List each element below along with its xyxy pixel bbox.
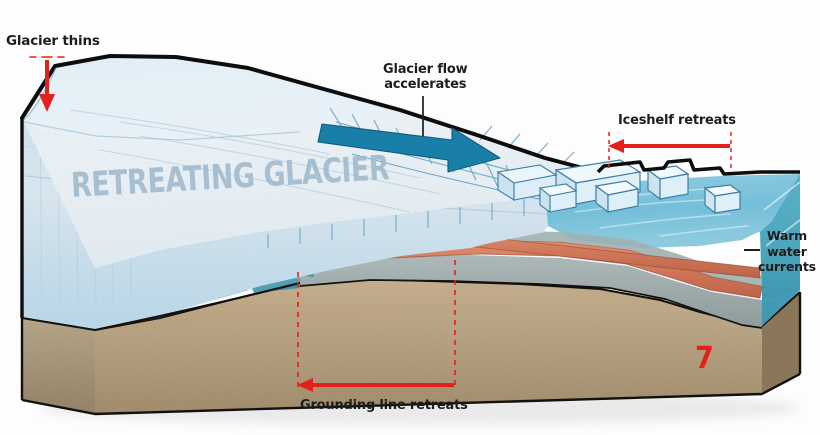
- grounding-line-measure: [297, 260, 456, 392]
- glacier-thins-arrow: [29, 56, 65, 112]
- glacier-flow-arrow: [317, 123, 501, 173]
- label-glacier-thins: Glacier thins: [6, 33, 100, 49]
- figure-number: 7: [695, 341, 714, 376]
- iceshelf-retreats-measure: [608, 132, 732, 170]
- label-warm-water-currents: Warm water currents: [758, 228, 816, 275]
- label-grounding-line-retreats: Grounding line retreats: [300, 398, 468, 413]
- label-iceshelf-retreats: Iceshelf retreats: [618, 113, 736, 128]
- calved-iceberg-blocks: [496, 158, 800, 215]
- label-glacier-flow-accelerates: Glacier flow accelerates: [383, 62, 468, 93]
